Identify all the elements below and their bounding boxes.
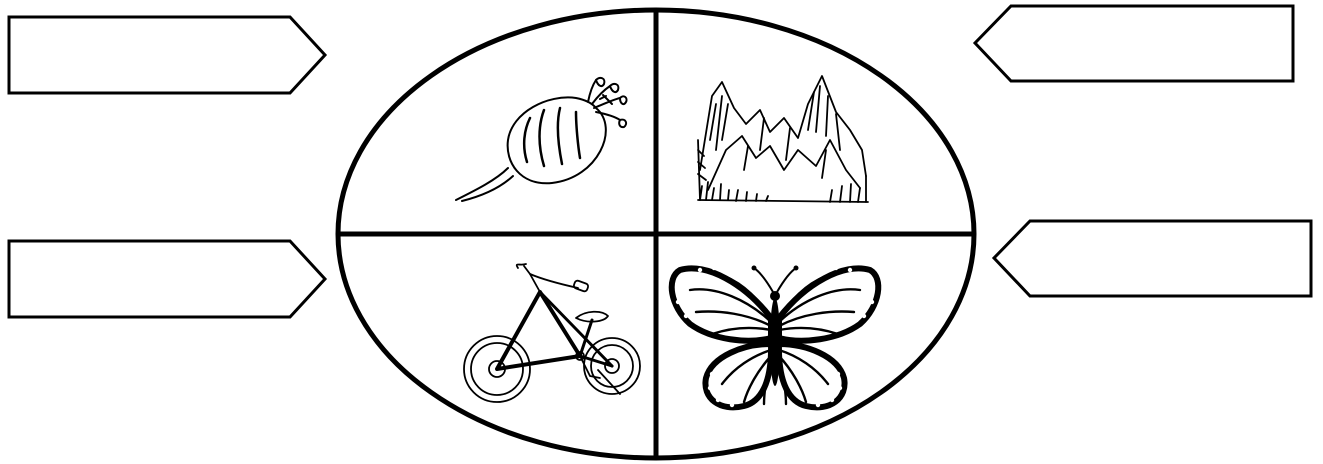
label-box-bottom-left[interactable] [9,241,325,317]
label-box-bottom-right[interactable] [994,221,1311,296]
quadrant-oval [338,10,974,458]
label-box-top-left[interactable] [9,17,325,93]
label-box-top-right[interactable] [975,6,1293,81]
